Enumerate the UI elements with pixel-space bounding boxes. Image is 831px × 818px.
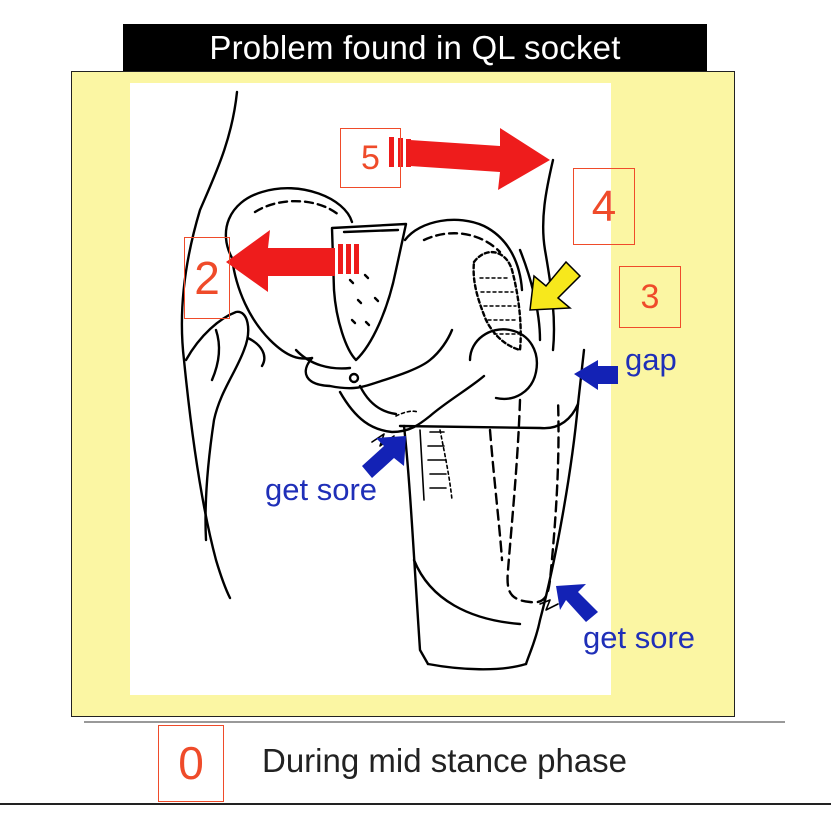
number-2-box: 2 bbox=[184, 237, 230, 319]
right-iliac-crest bbox=[403, 218, 524, 292]
blue-arrow-icon bbox=[556, 584, 598, 622]
residual-limb bbox=[506, 398, 560, 604]
number-2-label: 2 bbox=[194, 252, 220, 304]
blue-arrow-icon bbox=[362, 436, 406, 478]
red-arrow-left-icon bbox=[226, 230, 359, 292]
socket-left-wall bbox=[402, 424, 430, 666]
number-5-label: 5 bbox=[361, 139, 380, 177]
caption: During mid stance phase bbox=[262, 742, 628, 779]
pubic-region bbox=[338, 374, 486, 434]
number-4-label: 4 bbox=[591, 182, 617, 231]
number-5-box: 5 bbox=[340, 128, 401, 188]
socket-bottom bbox=[426, 662, 528, 671]
number-3-box: 3 bbox=[619, 266, 681, 328]
right-femur bbox=[468, 328, 539, 401]
sacrum bbox=[330, 222, 408, 362]
body-outline-left bbox=[180, 90, 239, 600]
blue-arrow-icon bbox=[574, 360, 618, 390]
left-iliac-crest bbox=[224, 187, 354, 260]
divider-bottom bbox=[0, 803, 831, 805]
number-3-label: 3 bbox=[640, 278, 660, 316]
slide-title: Problem found in QL socket bbox=[123, 24, 707, 72]
number-4-box: 4 bbox=[573, 168, 635, 245]
red-arrow-right-icon bbox=[389, 128, 550, 190]
socket-right-wall bbox=[524, 402, 580, 666]
left-femur bbox=[184, 310, 250, 542]
number-0-box: 0 bbox=[158, 725, 224, 802]
divider-top bbox=[84, 721, 785, 723]
body-outline-right bbox=[542, 158, 556, 352]
get-sore-right-label: get sore bbox=[583, 620, 696, 655]
get-sore-left-label: get sore bbox=[265, 472, 378, 507]
gap-label: gap bbox=[625, 342, 677, 377]
pelvic-inlet bbox=[304, 328, 454, 390]
yellow-arrow-icon bbox=[529, 260, 582, 311]
ischial-hatching bbox=[419, 429, 447, 501]
number-0-label: 0 bbox=[178, 737, 204, 789]
hatched-muscle bbox=[472, 251, 522, 352]
